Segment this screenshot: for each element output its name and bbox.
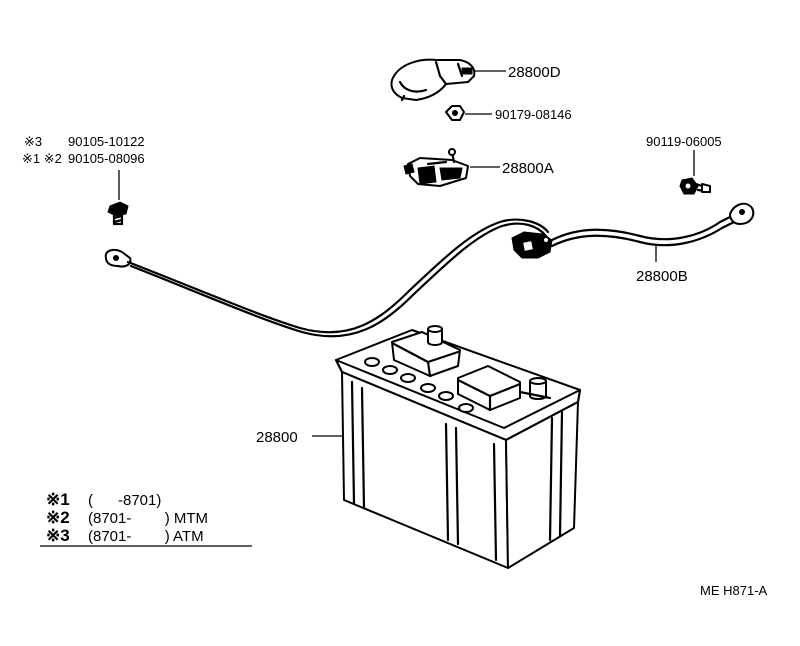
legend-text-3: (8701- ) ATM [88, 528, 204, 545]
ground-bolt-part[interactable] [679, 177, 712, 195]
label-28800B: 28800B [636, 268, 688, 285]
label-28800D: 28800D [508, 64, 561, 81]
negative-cable-part[interactable] [104, 218, 550, 338]
bolt-mark-3: ※3 [24, 134, 42, 149]
terminal-clamp-part[interactable] [403, 148, 469, 187]
terminal-cover-part[interactable] [390, 58, 476, 102]
diagram-code: ME H871-A [700, 583, 768, 598]
legend-mark-1: ※1 [46, 490, 70, 509]
label-90179: 90179-08146 [495, 107, 572, 122]
bolt-part-3: 90105-10122 [68, 134, 145, 149]
bolt-part-12: 90105-08096 [68, 151, 145, 166]
label-28800A: 28800A [502, 160, 554, 177]
bolt-mark-12: ※1 ※2 [22, 151, 62, 166]
legend-mark-3: ※3 [46, 526, 70, 545]
label-90119: 90119-06005 [646, 134, 722, 149]
legend-text-2: (8701- ) MTM [88, 510, 208, 527]
legend: ※1 ( -8701) ※2 (8701- ) MTM ※3 (8701- ) … [40, 490, 252, 547]
label-28800: 28800 [256, 429, 298, 446]
battery-part[interactable] [334, 325, 582, 569]
nut-part[interactable] [445, 105, 465, 121]
legend-mark-2: ※2 [46, 508, 70, 527]
legend-text-1: ( -8701) [88, 492, 161, 509]
positive-cable-part[interactable] [511, 202, 755, 259]
clamp-bolt-part[interactable] [107, 201, 129, 226]
